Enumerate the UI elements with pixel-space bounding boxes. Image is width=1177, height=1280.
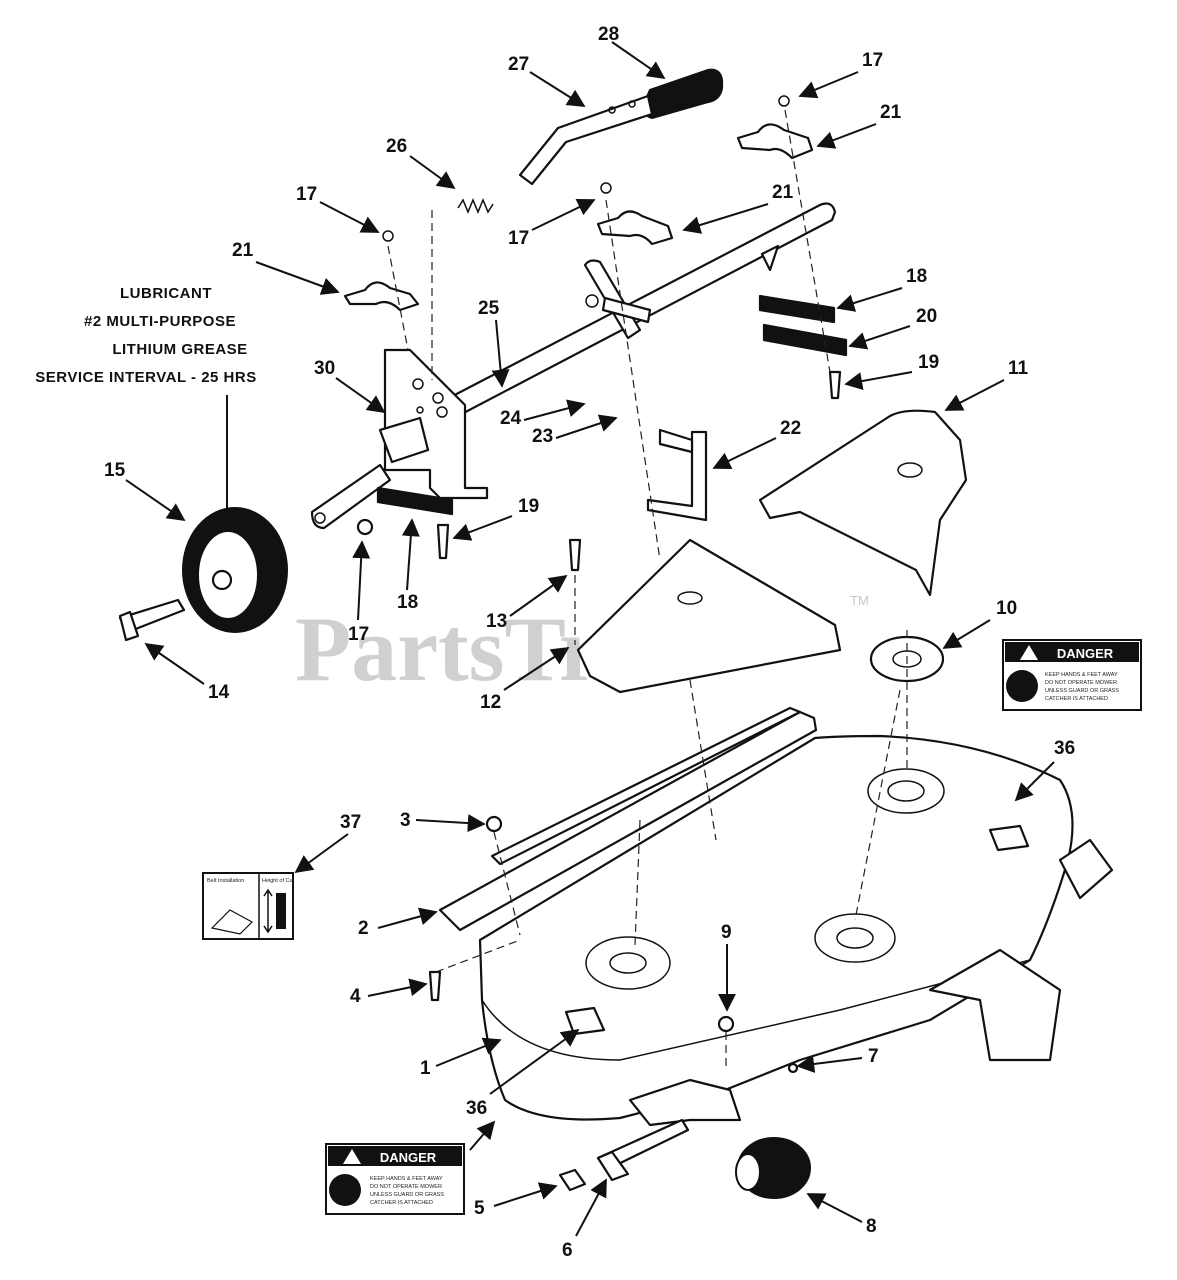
assembly-lines <box>387 109 908 1070</box>
callout-17-mid: 17 <box>508 228 529 249</box>
part-21-clamp-right <box>736 95 814 160</box>
part-11-pulley-cover <box>758 409 968 597</box>
callout-8: 8 <box>866 1216 877 1237</box>
part-14-wheel-bolt <box>118 598 186 642</box>
part-21-clamp-mid <box>596 182 674 246</box>
part-23-24-pin <box>585 294 652 324</box>
callout-5: 5 <box>474 1198 485 1219</box>
callout-25: 25 <box>478 298 500 319</box>
callout-37: 37 <box>340 812 361 833</box>
callout-15: 15 <box>104 460 126 481</box>
svg-text:#2 MULTI-PURPOSE: #2 MULTI-PURPOSE <box>84 313 236 330</box>
part-21-clamp-left <box>343 230 420 312</box>
callout-11: 11 <box>1008 358 1029 379</box>
callout-14: 14 <box>208 682 230 703</box>
part-6-pin <box>596 1118 690 1182</box>
part-27-handle <box>518 94 654 186</box>
callout-17-top-right: 17 <box>862 50 883 71</box>
svg-text:DANGER: DANGER <box>380 1150 437 1165</box>
callout-7: 7 <box>868 1046 879 1067</box>
part-1-mower-deck <box>478 734 1114 1127</box>
callout-21-top-right: 21 <box>880 102 902 123</box>
bolts <box>428 370 842 1192</box>
callout-18-right: 18 <box>906 266 927 287</box>
callout-18-left: 18 <box>397 592 418 613</box>
callouts: 28 27 26 17 21 17 21 17 21 18 20 19 25 3… <box>104 24 1075 1261</box>
svg-text:TM: TM <box>850 593 869 608</box>
callout-36-bottom: 36 <box>466 1098 487 1119</box>
svg-text:UNLESS GUARD OR GRASS: UNLESS GUARD OR GRASS <box>1045 688 1119 694</box>
callout-27: 27 <box>508 54 529 75</box>
callout-30: 30 <box>314 358 335 379</box>
svg-text:KEEP HANDS & FEET AWAY: KEEP HANDS & FEET AWAY <box>370 1176 443 1182</box>
part-12-belt-cover <box>576 538 842 694</box>
svg-text:CATCHER IS ATTACHED: CATCHER IS ATTACHED <box>370 1200 433 1206</box>
height-of-cut-decal: Belt Installation Height of Cut <box>202 872 295 940</box>
callout-6: 6 <box>562 1240 573 1261</box>
callout-21-mid: 21 <box>772 182 794 203</box>
svg-text:LUBRICANT: LUBRICANT <box>120 285 212 302</box>
nuts-3-9 <box>485 815 799 1074</box>
svg-text:UNLESS GUARD OR GRASS: UNLESS GUARD OR GRASS <box>370 1192 444 1198</box>
part-18-plate-left <box>376 486 454 516</box>
callout-20: 20 <box>916 306 937 327</box>
callout-13: 13 <box>486 611 507 632</box>
callout-23: 23 <box>532 426 553 447</box>
callout-4: 4 <box>350 986 361 1007</box>
part-28-grip <box>642 68 724 120</box>
callout-3: 3 <box>400 810 411 831</box>
callout-36-top: 36 <box>1054 738 1075 759</box>
svg-text:SERVICE INTERVAL - 25 HRS: SERVICE INTERVAL - 25 HRS <box>35 369 256 386</box>
callout-19-left: 19 <box>518 496 539 517</box>
part-17-nut-wheel <box>356 518 374 536</box>
callout-12: 12 <box>480 692 501 713</box>
callout-2: 2 <box>358 918 369 939</box>
part-22-bracket <box>646 428 708 522</box>
svg-text:DO NOT OPERATE MOWER: DO NOT OPERATE MOWER <box>1045 680 1117 686</box>
callout-24: 24 <box>500 408 522 429</box>
callout-1: 1 <box>420 1058 431 1079</box>
callout-21-left: 21 <box>232 240 254 261</box>
part-18-plate-right <box>758 294 848 357</box>
callout-9: 9 <box>721 922 732 943</box>
part-8-roller <box>735 1137 811 1199</box>
danger-decal-bottom: DANGER KEEP HANDS & FEET AWAY DO NOT OPE… <box>325 1143 465 1215</box>
svg-text:DO NOT OPERATE MOWER: DO NOT OPERATE MOWER <box>370 1184 442 1190</box>
svg-text:Belt Installation: Belt Installation <box>207 878 244 884</box>
part-15-wheel <box>182 507 288 633</box>
callout-19-right: 19 <box>918 352 939 373</box>
lubricant-note: LUBRICANT #2 MULTI-PURPOSE LITHIUM GREAS… <box>35 285 256 520</box>
svg-text:LITHIUM GREASE: LITHIUM GREASE <box>112 341 247 358</box>
danger-decal-top: DANGER KEEP HANDS & FEET AWAY DO NOT OPE… <box>1002 639 1142 711</box>
svg-text:Height of Cut: Height of Cut <box>262 878 295 884</box>
part-30-bracket <box>310 348 489 530</box>
callout-17-left: 17 <box>296 184 317 205</box>
part-2-rail <box>438 706 818 932</box>
callout-22: 22 <box>780 418 801 439</box>
svg-text:CATCHER IS ATTACHED: CATCHER IS ATTACHED <box>1045 696 1108 702</box>
callout-10: 10 <box>996 598 1017 619</box>
callout-26: 26 <box>386 136 407 157</box>
callout-28: 28 <box>598 24 619 45</box>
part-26-spring <box>457 198 494 214</box>
callout-17-wheel: 17 <box>348 624 369 645</box>
svg-text:DANGER: DANGER <box>1057 646 1114 661</box>
svg-text:KEEP HANDS & FEET AWAY: KEEP HANDS & FEET AWAY <box>1045 672 1118 678</box>
